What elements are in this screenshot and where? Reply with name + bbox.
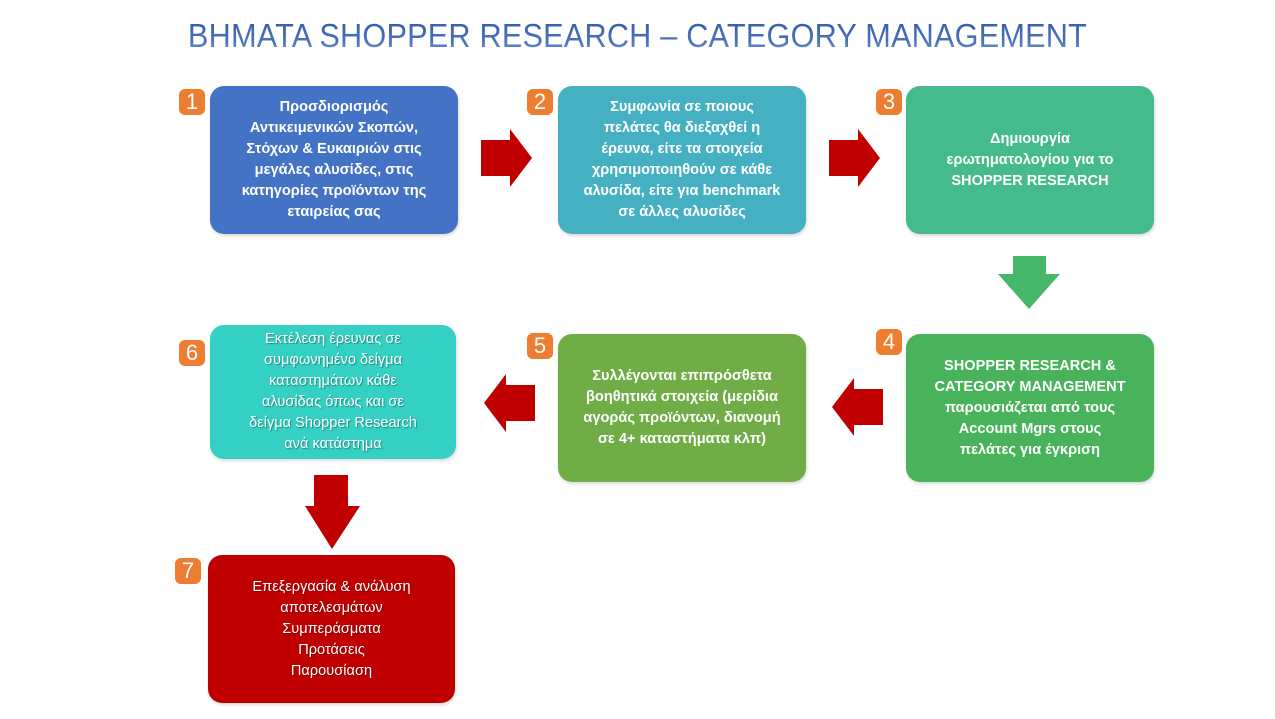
step-2-text: Συμφωνία σε ποιους πελάτες θα διεξαχθεί … bbox=[583, 99, 781, 220]
step-7-number-badge: 7 bbox=[175, 558, 201, 584]
step-6-number-badge: 6 bbox=[179, 340, 205, 366]
step-3-text: Δημιουργία ερωτηματολογίου για το SHOPPE… bbox=[946, 130, 1114, 189]
step-1-text: Προσδιορισμός Αντικειμενικών Σκοπών, Στό… bbox=[241, 99, 427, 220]
step-7-text: Επεξεργασία & ανάλυση αποτελεσμάτων Συμπ… bbox=[252, 578, 411, 679]
step-5-number-badge: 5 bbox=[527, 333, 553, 359]
step-2-box: Συμφωνία σε ποιους πελάτες θα διεξαχθεί … bbox=[558, 86, 806, 234]
step-5-box: Συλλέγονται επιπρόσθετα βοηθητικά στοιχε… bbox=[558, 334, 806, 482]
step-6-text: Εκτέλεση έρευνας σε συμφωνημένο δείγμα κ… bbox=[249, 331, 417, 452]
step-2-number-badge: 2 bbox=[527, 89, 553, 115]
step-7-box: Επεξεργασία & ανάλυση αποτελεσμάτων Συμπ… bbox=[208, 555, 455, 703]
step-6-box: Εκτέλεση έρευνας σε συμφωνημένο δείγμα κ… bbox=[210, 325, 456, 459]
step-4-number-badge: 4 bbox=[876, 329, 902, 355]
step-5-text: Συλλέγονται επιπρόσθετα βοηθητικά στοιχε… bbox=[583, 368, 781, 447]
arrow-right-1-to-2 bbox=[478, 127, 534, 189]
arrow-down-3-to-4 bbox=[998, 253, 1062, 311]
step-4-text: SHOPPER RESEARCH & CATEGORY MANAGEMENT π… bbox=[934, 357, 1126, 458]
arrow-down-6-to-7 bbox=[303, 473, 363, 551]
step-1-number-badge: 1 bbox=[179, 89, 205, 115]
diagram-title: BHMATA SHOPPER RESEARCH – CATEGORY MANAG… bbox=[45, 14, 1231, 58]
step-3-box: Δημιουργία ερωτηματολογίου για το SHOPPE… bbox=[906, 86, 1154, 234]
arrow-right-2-to-3 bbox=[826, 127, 882, 189]
step-4-box: SHOPPER RESEARCH & CATEGORY MANAGEMENT π… bbox=[906, 334, 1154, 482]
arrow-left-4-to-5 bbox=[829, 376, 885, 438]
arrow-left-5-to-6 bbox=[481, 372, 537, 434]
step-1-box: Προσδιορισμός Αντικειμενικών Σκοπών, Στό… bbox=[210, 86, 458, 234]
step-3-number-badge: 3 bbox=[876, 89, 902, 115]
